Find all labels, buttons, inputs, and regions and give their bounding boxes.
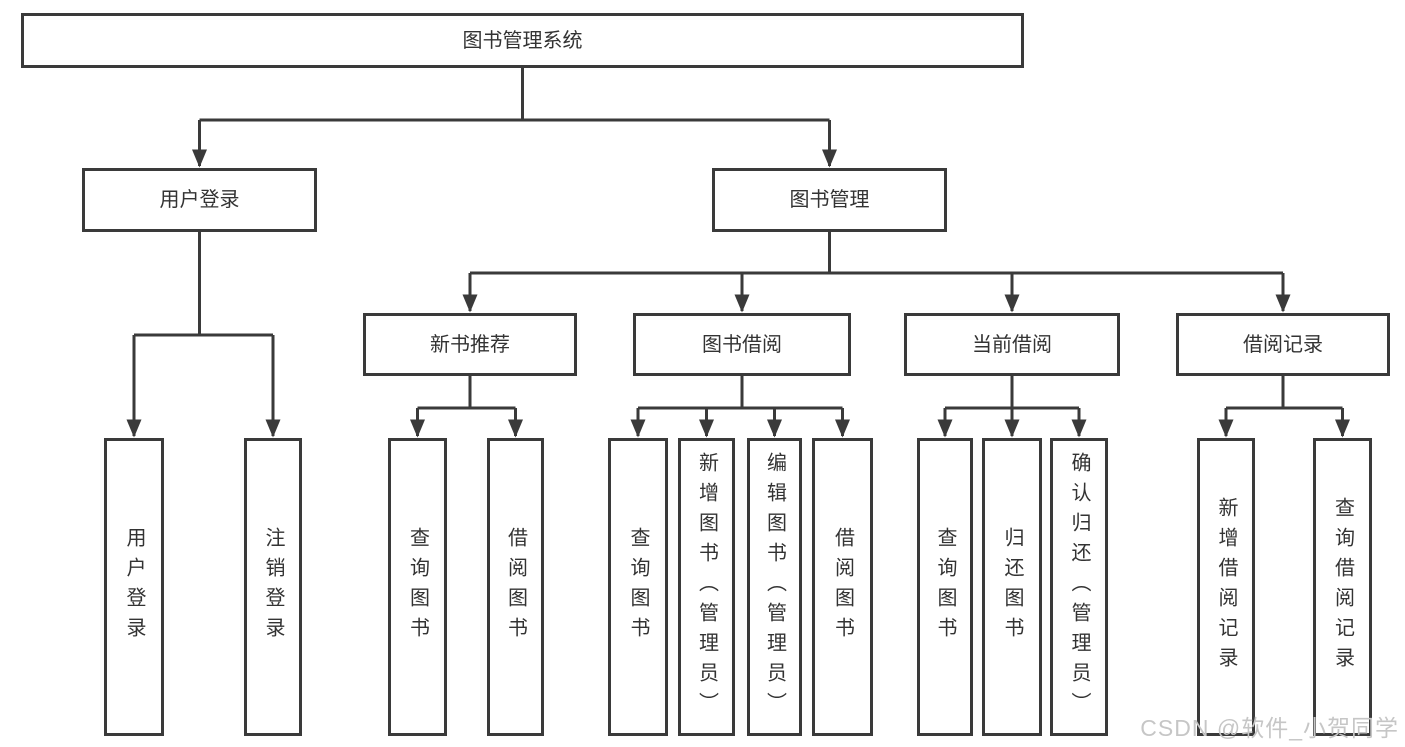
node-book-borrow: 图书借阅 [633,313,851,376]
leaf-query-borrow-record: 查询借阅记录 [1313,438,1372,736]
node-current-borrow: 当前借阅 [904,313,1120,376]
csdn-watermark: CSDN @软件_小贺同学 [1140,715,1399,741]
leaf-logout-login: 注销登录 [244,438,302,736]
leaf-add-books-admin: 新增图书（管理员） [678,438,735,736]
node-library-management-system: 图书管理系统 [21,13,1024,68]
leaf-query-books-current: 查询图书 [917,438,973,736]
leaf-borrow-books-recommend: 借阅图书 [487,438,544,736]
leaf-return-books: 归还图书 [982,438,1042,736]
leaf-add-borrow-record: 新增借阅记录 [1197,438,1255,736]
node-user-login: 用户登录 [82,168,317,232]
leaf-confirm-return-admin: 确认归还（管理员） [1050,438,1108,736]
leaf-query-books-borrow: 查询图书 [608,438,668,736]
leaf-query-books-recommend: 查询图书 [388,438,447,736]
leaf-edit-books-admin: 编辑图书（管理员） [747,438,802,736]
node-new-book-recommend: 新书推荐 [363,313,577,376]
leaf-borrow-books-borrow: 借阅图书 [812,438,873,736]
node-book-management: 图书管理 [712,168,947,232]
node-borrow-records: 借阅记录 [1176,313,1390,376]
leaf-user-login: 用户登录 [104,438,164,736]
